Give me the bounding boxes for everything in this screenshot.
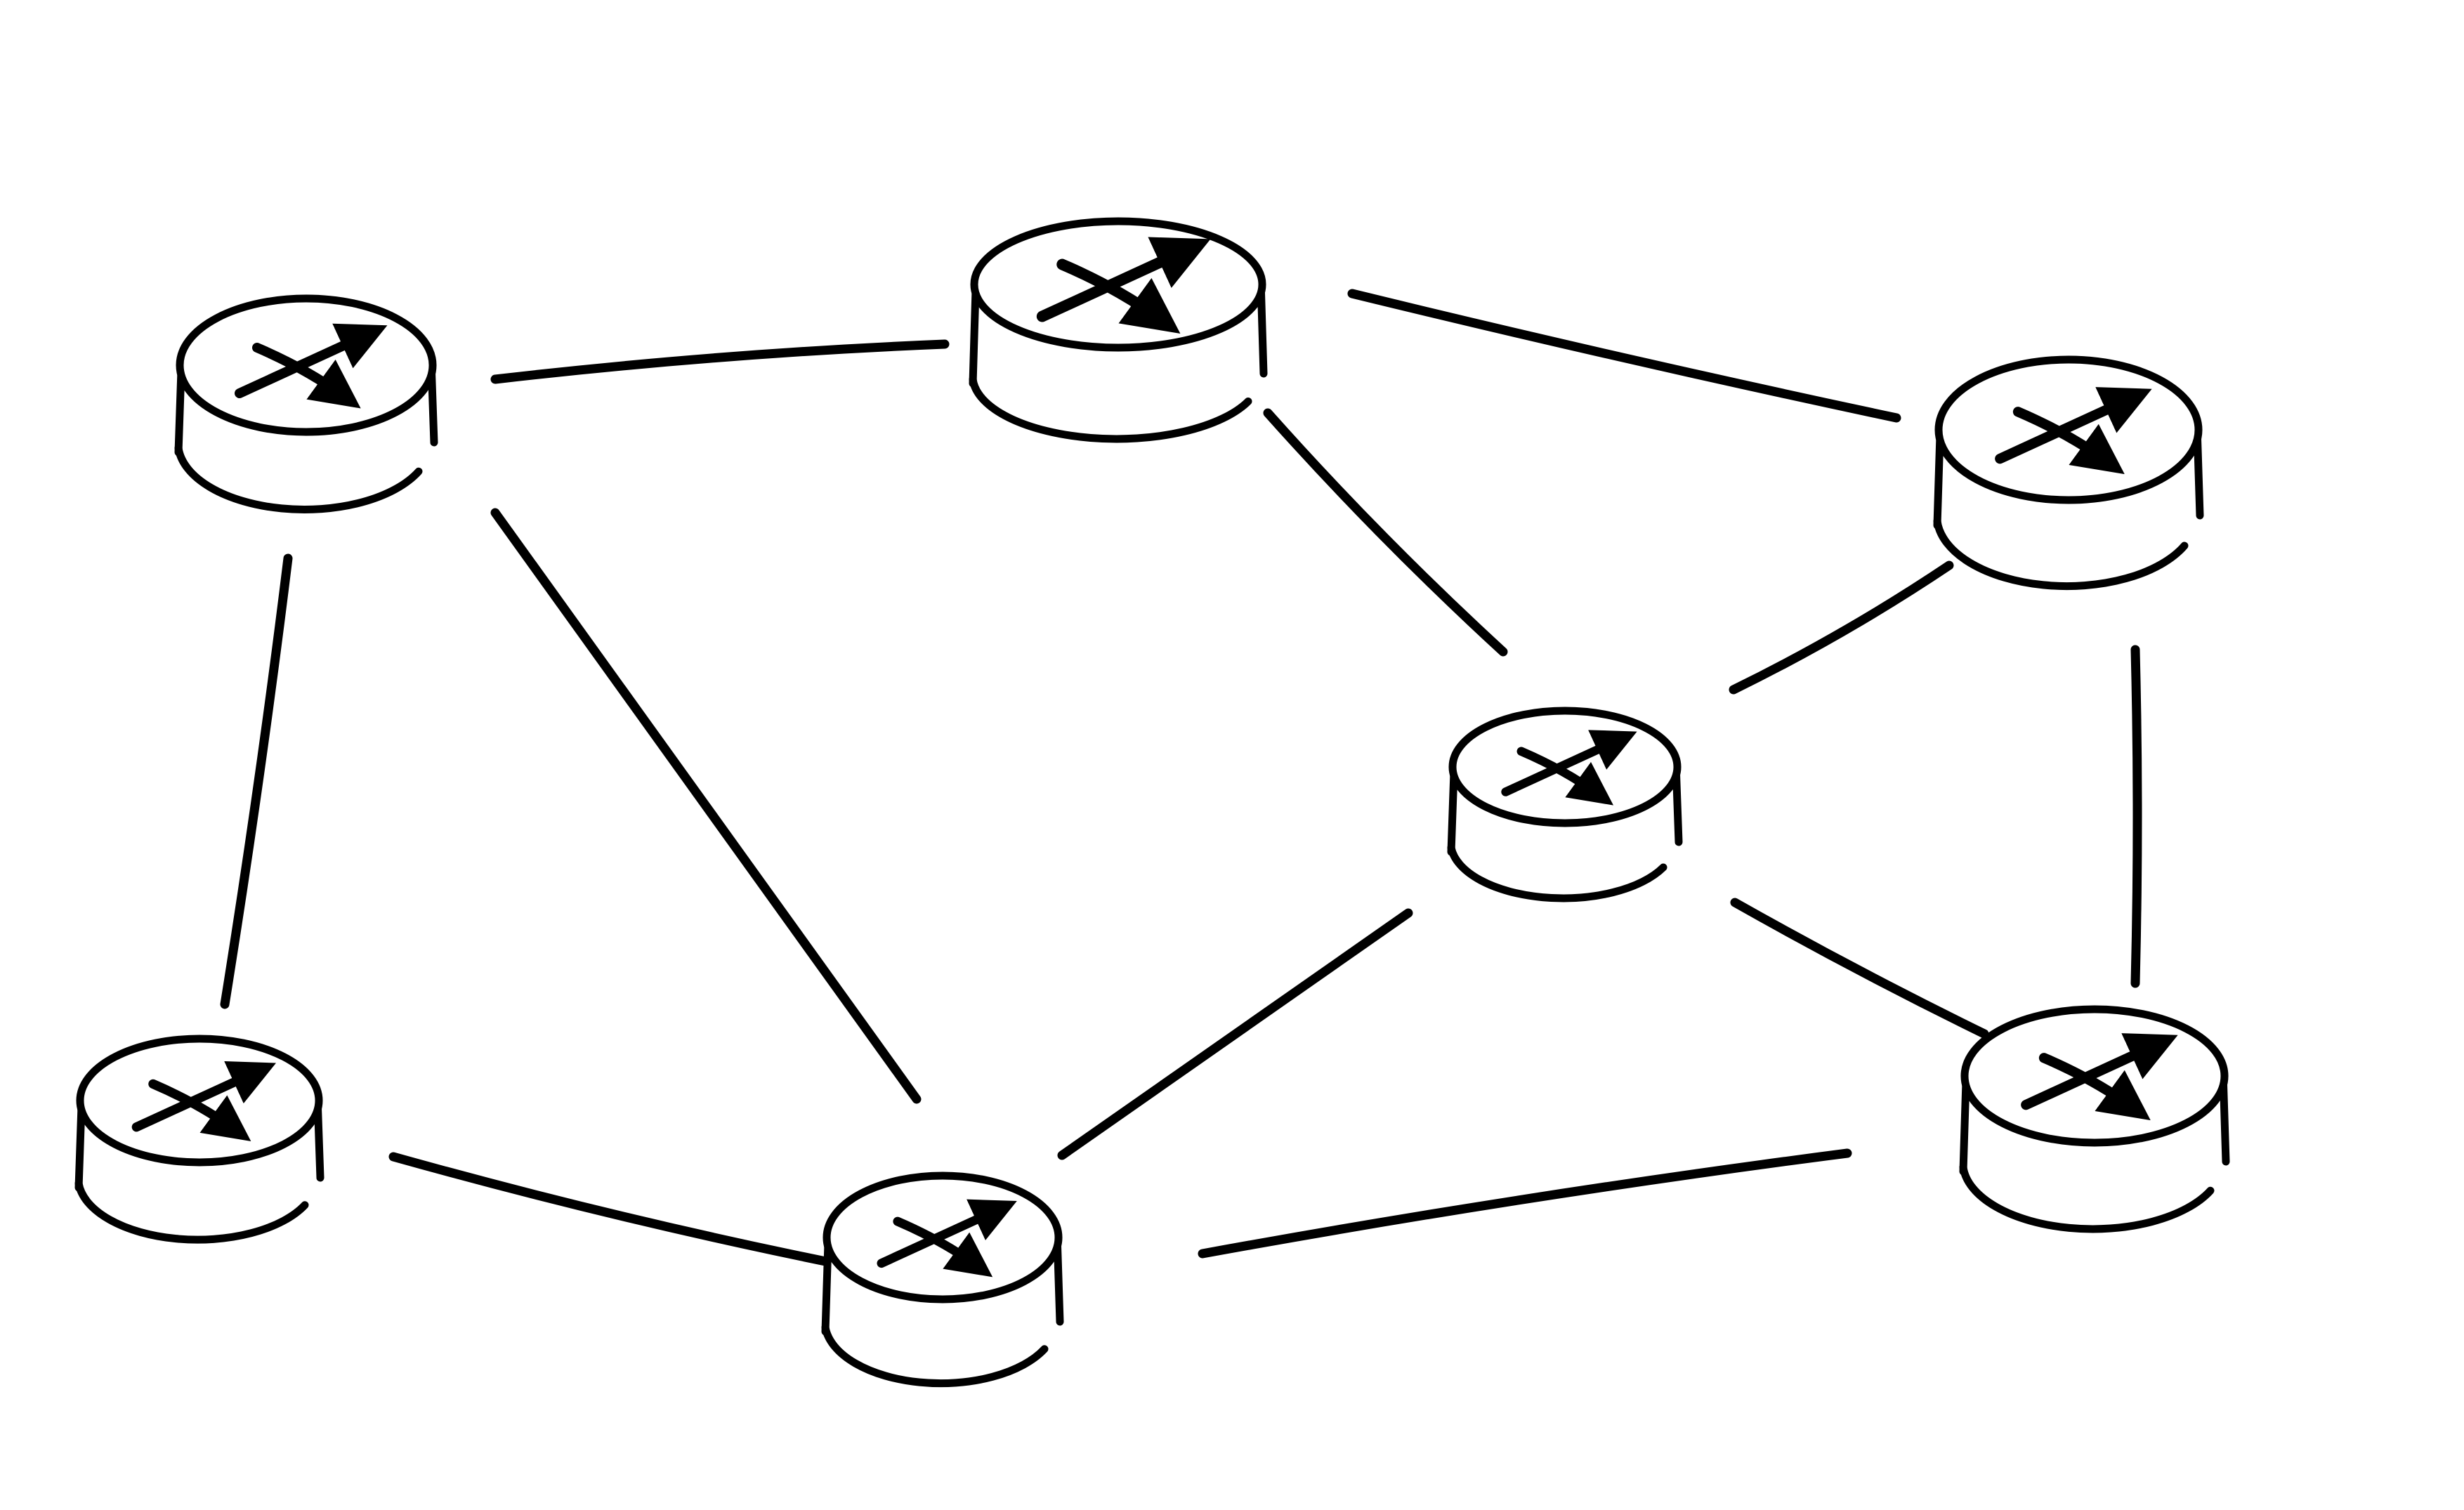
router-arrow-outbound [877, 1199, 1017, 1268]
link-router-center-to-router-bottom-center [1057, 908, 1413, 1160]
router-bottom-edge [174, 444, 423, 513]
router-arrow-outbound [2021, 1033, 2178, 1110]
router-bottom-edge [1959, 1163, 2215, 1233]
router-bottom-edge [74, 1179, 309, 1244]
router-arrow-crossing [893, 1216, 993, 1278]
router-arrow-outbound [1036, 237, 1211, 322]
router-bottom-edge [1447, 843, 1667, 902]
router-bottom-edge [1933, 517, 2189, 591]
router-bottom-left [74, 1035, 325, 1245]
router-arrow-outbound [235, 323, 388, 398]
router-arrow-crossing [148, 1079, 251, 1142]
router-top-center [969, 217, 1268, 443]
link-router-top-right-to-router-bottom-right [2130, 645, 2142, 988]
router-body [1453, 767, 1677, 904]
router-body [1965, 1076, 2224, 1234]
nodes-layer [74, 217, 2230, 1389]
router-body [827, 1237, 1059, 1389]
router-top-left [174, 294, 438, 515]
router-icon [1501, 730, 1637, 806]
router-icon [1036, 237, 1211, 334]
router-body [1939, 430, 2198, 591]
link-router-bottom-center-to-router-bottom-right [1198, 1148, 1852, 1259]
router-icon [235, 323, 388, 409]
links-layer [220, 289, 2142, 1269]
router-arrow-outbound [131, 1061, 277, 1132]
router-arrow-crossing [2038, 1053, 2151, 1121]
router-icon [2021, 1033, 2178, 1121]
link-router-top-left-to-router-top-center [490, 339, 950, 384]
router-bottom-edge [821, 1323, 1049, 1388]
link-router-top-left-to-router-bottom-left [220, 553, 293, 1009]
router-icon [1995, 387, 2152, 475]
router-bottom-center [821, 1171, 1064, 1389]
router-body [80, 1101, 319, 1245]
router-bottom-edge [969, 375, 1252, 443]
router-arrow-outbound [1501, 730, 1637, 796]
router-icon [877, 1199, 1017, 1278]
router-arrow-crossing [1056, 258, 1181, 334]
router-icon [131, 1061, 277, 1142]
link-router-top-right-to-router-center [1729, 560, 1954, 695]
router-body [180, 365, 433, 515]
link-router-top-center-to-router-center [1263, 408, 1508, 657]
router-body [974, 284, 1262, 442]
router-arrow-crossing [1516, 747, 1614, 806]
router-top-right [1933, 355, 2204, 591]
link-router-bottom-left-to-router-bottom-center [388, 1152, 844, 1269]
router-center [1447, 707, 1683, 904]
link-router-center-to-router-bottom-right [1730, 898, 1989, 1039]
router-bottom-right [1959, 1005, 2230, 1234]
link-router-top-left-to-router-bottom-center [490, 508, 922, 1104]
router-arrow-crossing [252, 343, 361, 409]
router-arrow-outbound [1995, 387, 2152, 464]
link-router-top-center-to-router-top-right [1347, 289, 1901, 423]
router-arrow-crossing [2012, 407, 2125, 475]
